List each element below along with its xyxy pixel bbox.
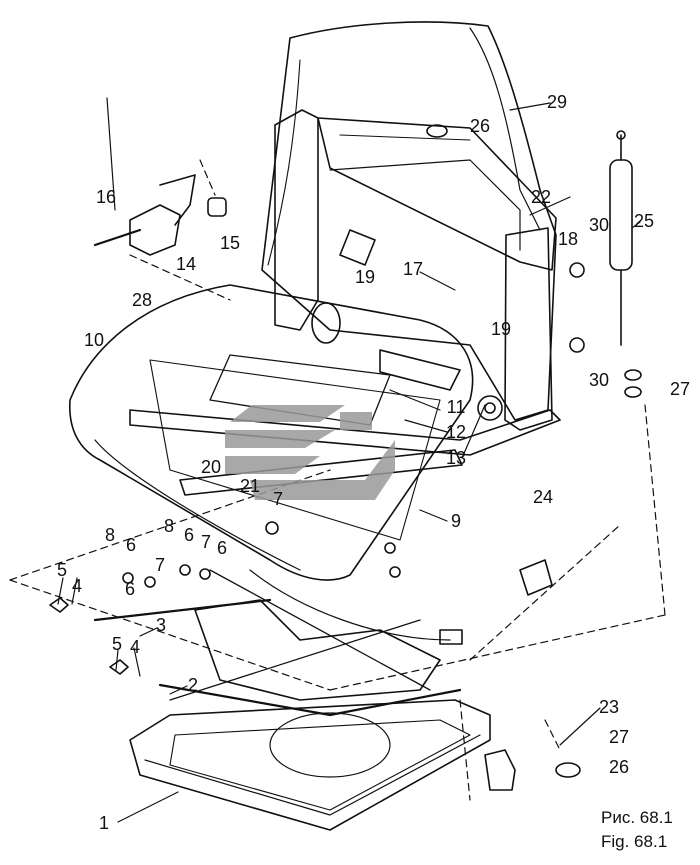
callout: 12	[446, 422, 466, 442]
callout: 7	[201, 532, 211, 552]
callout: 6	[125, 579, 135, 599]
callout: 8	[164, 516, 174, 536]
callout: 5	[112, 634, 122, 654]
callout: 28	[132, 290, 152, 310]
figure-caption-ru: Рис. 68.1	[601, 808, 673, 827]
callout: 18	[558, 229, 578, 249]
callout: 6	[126, 535, 136, 555]
callout: 17	[403, 259, 423, 279]
callout: 27	[609, 727, 629, 747]
watermark-logo	[225, 405, 395, 500]
callout: 3	[156, 615, 166, 635]
callout: 21	[240, 476, 260, 496]
callout: 30	[589, 370, 609, 390]
callout: 2	[188, 675, 198, 695]
callout: 7	[155, 555, 165, 575]
callout: 5	[57, 560, 67, 580]
callout-labels: 1 2 3 4 4 5 5 6 6 6 6 7 7 7 8 8 9 10 11 …	[57, 92, 690, 833]
callout: 25	[634, 211, 654, 231]
scissor-suspension	[93, 569, 491, 831]
callout: 4	[72, 576, 82, 596]
callout: 13	[446, 448, 466, 468]
callout: 24	[533, 487, 553, 507]
callout: 11	[447, 397, 466, 417]
callout: 26	[609, 757, 629, 777]
callout: 29	[547, 92, 567, 112]
callout: 4	[130, 637, 140, 657]
seat-cushion-28	[69, 284, 474, 581]
shock-absorber-25	[609, 130, 633, 346]
callout: 19	[491, 319, 511, 339]
callout: 15	[220, 233, 240, 253]
callout: 6	[217, 538, 227, 558]
backrest-frame-22	[274, 109, 557, 431]
callout: 27	[670, 379, 690, 399]
callout: 19	[355, 267, 375, 287]
seat-frame-9	[129, 349, 561, 496]
leader-lines	[57, 97, 641, 823]
figure-caption-en: Fig. 68.1	[601, 832, 668, 851]
callout: 22	[531, 187, 551, 207]
callout: 7	[273, 489, 283, 509]
callout: 26	[470, 116, 490, 136]
callout: 9	[451, 511, 461, 531]
callout: 16	[96, 187, 116, 207]
callout: 1	[99, 813, 109, 833]
callout: 23	[599, 697, 619, 717]
callout: 6	[184, 525, 194, 545]
callout: 30	[589, 215, 609, 235]
callout: 20	[201, 457, 221, 477]
callout: 10	[84, 330, 104, 350]
callout: 14	[176, 254, 196, 274]
small-parts	[49, 124, 642, 791]
backrest-29	[261, 21, 557, 421]
callout: 8	[105, 525, 115, 545]
